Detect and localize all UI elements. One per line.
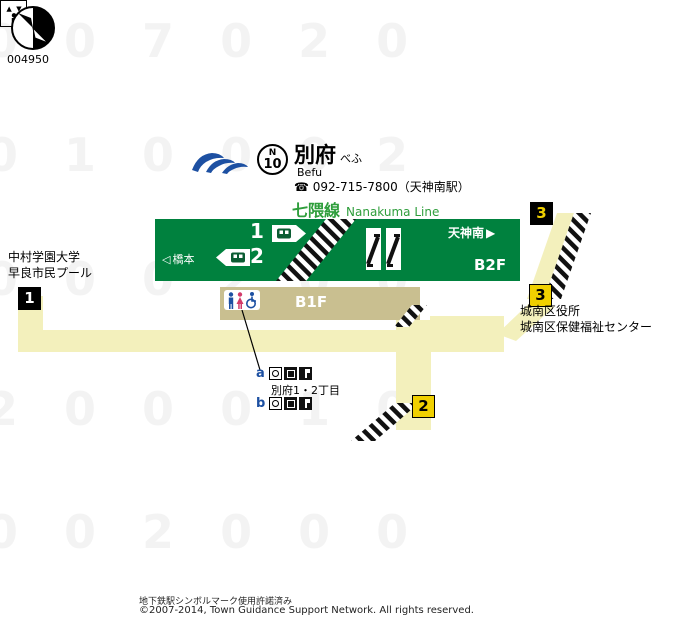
facility-icon-1 (269, 396, 283, 410)
station-number-badge: N 10 (257, 144, 288, 175)
exit-3-street-badge: 3 (530, 202, 553, 225)
exit-2-badge: 2 (412, 395, 435, 418)
platform-1-number: 1 (250, 219, 264, 243)
floor-label-b2f: B2F (474, 256, 507, 274)
restroom-icon (224, 290, 260, 310)
compass-icon (11, 6, 55, 50)
street-point-b: b (256, 395, 313, 411)
escalator-icon (386, 228, 401, 270)
station-number: 10 (263, 156, 282, 172)
area-label: 別府1・2丁目 (271, 384, 340, 397)
corridor-main (18, 330, 502, 352)
direction-right-label: 天神南 (448, 226, 485, 240)
facility-icon-1 (268, 366, 282, 380)
landmark-left: 中村学園大学 早良市民プール (8, 249, 92, 281)
corridor-right-connector (497, 296, 554, 341)
escalator-icon (366, 228, 381, 270)
subway-logo-icon (192, 153, 248, 174)
exit-3-concourse-badge: 3 (529, 284, 552, 307)
point-b-label: b (256, 395, 266, 411)
station-title: 別府 べふ (294, 139, 362, 169)
station-romaji: Befu (297, 166, 323, 179)
facility-icon-3 (298, 366, 312, 380)
station-phone: ☎ 092-715-7800（天神南駅） (294, 180, 470, 194)
map-code: 004950 (7, 53, 49, 66)
stairs-exit2-stripes (351, 403, 419, 441)
landmark-right-line1: 城南区役所 (520, 304, 581, 318)
train-direction-right-icon (272, 225, 306, 242)
line-letter: N (268, 147, 277, 158)
stairs-exit3-stripes (544, 213, 591, 299)
line-name-row: 七隈線 Nanakuma Line (292, 197, 439, 221)
direction-tenjinminami: 天神南 ▶ (448, 224, 495, 241)
landmark-right: 城南区役所 城南区保健福祉センター (520, 303, 652, 335)
corridor-exit3-ramp (527, 213, 574, 299)
copyright: ©2007-2014, Town Guidance Support Networ… (139, 605, 474, 616)
street-point-a: a (256, 366, 312, 380)
landmark-right-line2: 城南区保健福祉センター (520, 320, 653, 334)
license-note: 地下鉄駅シンボルマーク使用許諾済み (139, 597, 293, 607)
corridor-right-stub (430, 316, 504, 352)
station-kana: べふ (340, 152, 362, 165)
stairs-platform-stripes (276, 219, 356, 281)
line-name: 七隈線 (292, 201, 341, 220)
direction-left-label: 橋本 (172, 253, 195, 266)
facility-icon-2 (284, 396, 298, 410)
direction-hashimoto: ◁ 橋本 (162, 251, 194, 267)
stairs-concourse-stripes (394, 305, 427, 327)
station-name: 別府 (294, 143, 336, 167)
train-direction-left-icon (216, 249, 250, 266)
floor-label-b1f: B1F (295, 293, 328, 311)
right-triangle-icon: ▶ (486, 225, 496, 240)
leader-line (241, 309, 261, 371)
line-name-en: Nanakuma Line (346, 205, 440, 219)
facility-icon-3 (299, 396, 313, 410)
point-a-label: a (256, 365, 265, 381)
left-triangle-icon: ◁ (162, 252, 171, 266)
exit-1-badge: 1 (18, 287, 41, 310)
landmark-left-line2: 早良市民プール (8, 266, 93, 280)
landmark-left-line1: 中村学園大学 (8, 250, 81, 264)
platform-2-number: 2 (250, 244, 264, 268)
facility-icon-2 (283, 366, 297, 380)
